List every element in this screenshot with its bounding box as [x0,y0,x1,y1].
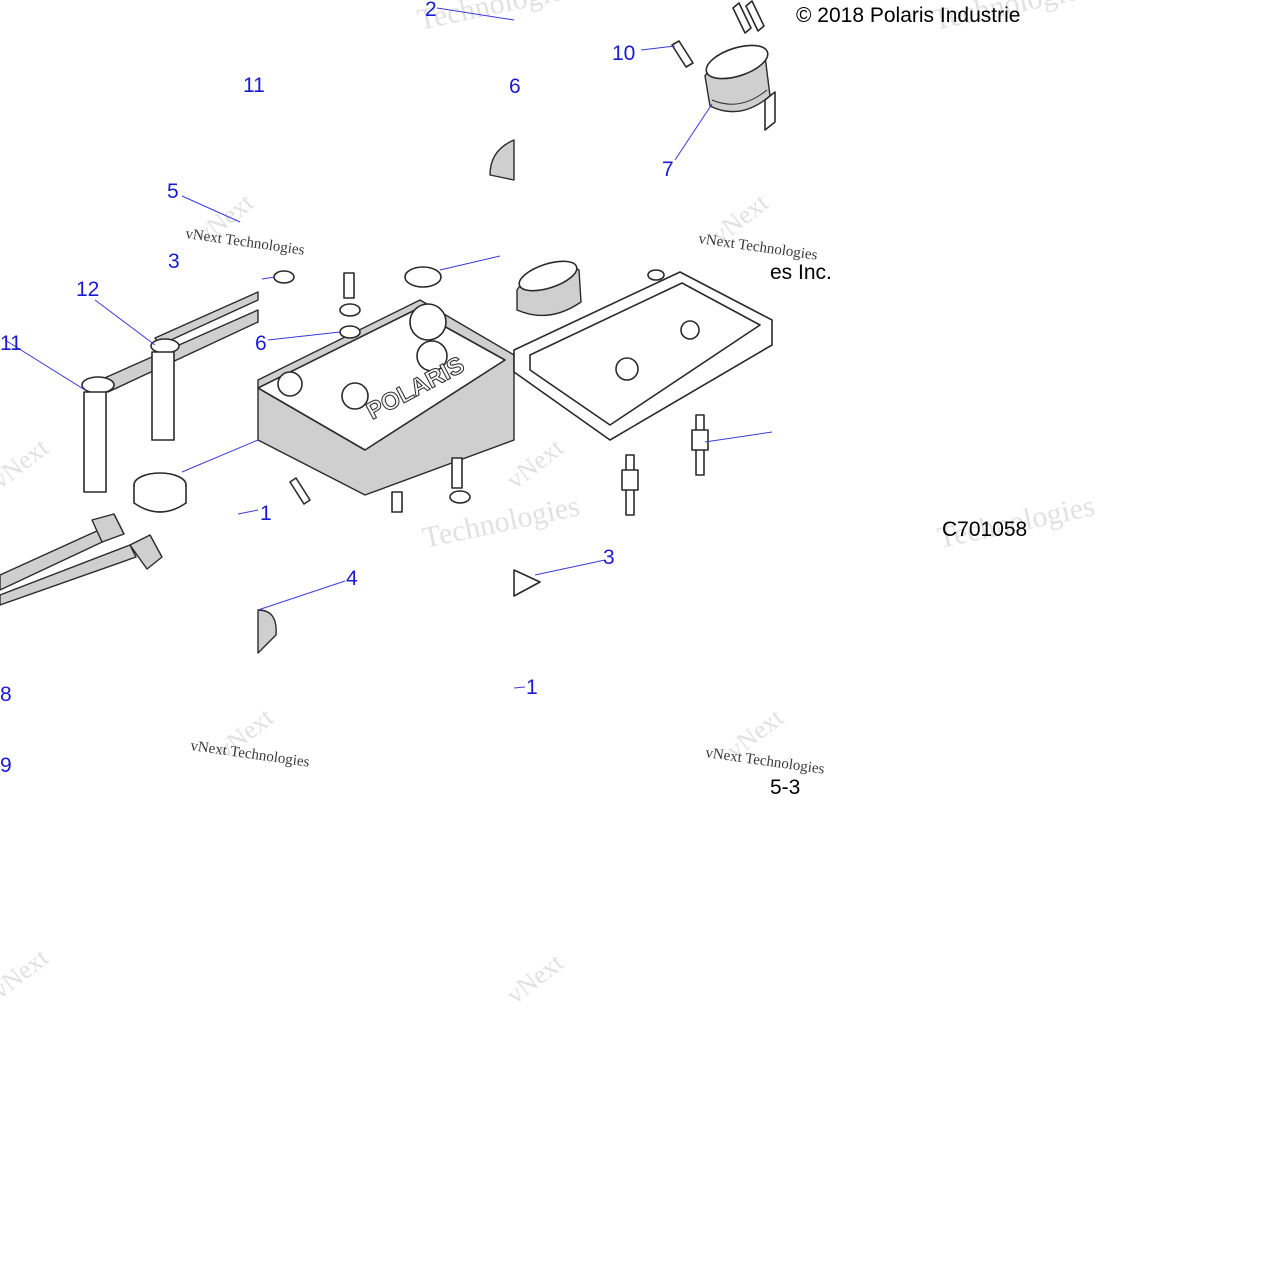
callout-11-left: 11 [0,332,22,355]
watermark-line: vNext Technologies [697,231,818,264]
valve-cover-icon: POLARIS [257,299,515,496]
oil-fill-cap-icon [133,472,187,513]
breather-fitting-icon [516,260,582,317]
callout-8: 8 [0,683,12,706]
callout-6-top: 6 [509,75,521,98]
watermark-line: vNext Technologies [184,226,305,259]
part-code: C701058 [942,518,1027,541]
callout-3-right: 3 [603,546,615,569]
callout-9: 9 [0,754,12,777]
callout-12: 12 [76,278,99,301]
breather-fitting-icon [704,44,771,113]
watermark-vnext: vNext [501,947,570,1009]
callout-1-bottom: 1 [526,676,538,699]
gasket-edge-icon [764,91,776,131]
valve-cover-edge-icon [489,139,515,181]
gasket-edge-icon [513,569,541,597]
valve-cover-gasket-icon [513,271,773,441]
watermark-line: vNext Technologies [704,745,825,778]
callout-3-left: 3 [168,250,180,273]
callout-11-top: 11 [243,74,265,97]
valve-cover-edge-icon [257,609,277,654]
spark-plug-wire-icon [0,291,259,606]
ignition-coil-icon [81,338,180,493]
callout-2: 2 [425,0,437,21]
callout-7: 7 [662,158,674,181]
o-ring-icon [404,266,442,288]
page-fragment: 5-3 [770,776,800,799]
callout-10: 10 [612,42,635,65]
bolts-icon [671,0,765,68]
callout-5: 5 [167,180,179,203]
watermark-vnext: vNext [0,942,54,1004]
leader-lines [4,7,773,689]
watermark-technologies: Technologies [420,489,583,554]
bolt-icon [289,272,463,513]
watermark-vnext: vNext [0,432,54,494]
copyright-text: © 2018 Polaris Industrie [796,4,1020,27]
callout-4: 4 [346,567,358,590]
spark-plug-icon [621,414,709,516]
copyright-fragment: es Inc. [770,261,832,284]
callout-13-partial: 1 [260,502,272,525]
watermark-technologies: Technologies [415,0,578,37]
callout-6-mid: 6 [255,332,267,355]
